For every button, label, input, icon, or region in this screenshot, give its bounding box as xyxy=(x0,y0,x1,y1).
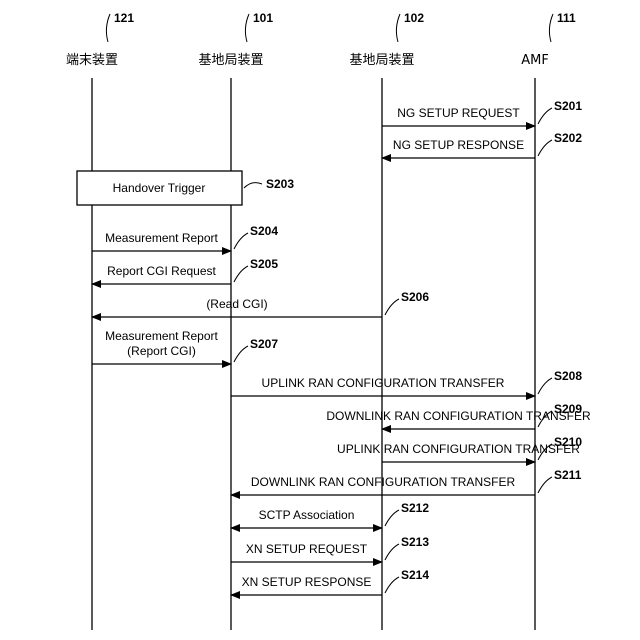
entity-ref-101: 101 xyxy=(253,11,273,25)
message-label: NG SETUP REQUEST xyxy=(397,106,520,120)
step-leader xyxy=(538,108,552,124)
step-label: S201 xyxy=(554,99,582,113)
entity-label: 基地局装置 xyxy=(198,53,263,68)
message-label: NG SETUP RESPONSE xyxy=(393,138,524,152)
step-leader xyxy=(538,477,552,493)
handover-trigger-group: Handover Trigger S203 xyxy=(77,171,294,205)
message-label: Measurement Report xyxy=(105,231,218,245)
handover-trigger-label: Handover Trigger xyxy=(113,181,206,195)
lifelines: 121 端末装置 101 基地局装置 102 基地局装置 111AMF xyxy=(66,11,576,630)
step-leader xyxy=(385,577,399,593)
step-leader xyxy=(385,299,399,315)
step-label: S211 xyxy=(554,468,582,482)
step-leader xyxy=(538,140,552,156)
step-label: S212 xyxy=(401,501,429,515)
step-leader xyxy=(234,266,248,282)
step-label: S204 xyxy=(250,224,278,238)
step-label: S209 xyxy=(554,402,582,416)
step-label: S205 xyxy=(250,257,278,271)
entity-ref-leader xyxy=(396,14,400,42)
message-label: (Read CGI) xyxy=(206,297,267,311)
step-leader xyxy=(385,510,399,526)
entity-ref-111: 111 xyxy=(557,11,576,25)
entity-label: 基地局装置 xyxy=(349,53,414,68)
step-label: S207 xyxy=(250,337,278,351)
message-label: UPLINK RAN CONFIGURATION TRANSFER xyxy=(262,376,505,390)
step-label: S208 xyxy=(554,369,582,383)
message-label: UPLINK RAN CONFIGURATION TRANSFER xyxy=(337,442,580,456)
message-label: XN SETUP RESPONSE xyxy=(242,575,372,589)
step-leader xyxy=(244,183,262,188)
entity-ref-leader xyxy=(245,14,249,42)
step-label: S213 xyxy=(401,535,429,549)
step-label: S206 xyxy=(401,290,429,304)
message-label: DOWNLINK RAN CONFIGURATION TRANSFER xyxy=(251,475,516,489)
step-leader xyxy=(234,233,248,249)
step-leader xyxy=(538,378,552,394)
message-label-line2: (Report CGI) xyxy=(127,344,196,358)
entity-ref-leader xyxy=(106,14,110,42)
step-label: S214 xyxy=(401,568,429,582)
message-label: Report CGI Request xyxy=(107,264,216,278)
entity-label: 端末装置 xyxy=(66,53,118,68)
message-label: XN SETUP REQUEST xyxy=(246,542,368,556)
entity-ref-102: 102 xyxy=(404,11,424,25)
step-leader xyxy=(385,544,399,560)
entity-label: AMF xyxy=(521,53,549,68)
step-label: S202 xyxy=(554,131,582,145)
step-leader xyxy=(234,346,248,362)
entity-ref-leader xyxy=(549,14,553,42)
message-label: Measurement Report xyxy=(105,329,218,343)
message-label: SCTP Association xyxy=(259,508,355,522)
step-label: S203 xyxy=(266,177,294,191)
step-label: S210 xyxy=(554,435,582,449)
entity-ref-121: 121 xyxy=(114,11,134,25)
